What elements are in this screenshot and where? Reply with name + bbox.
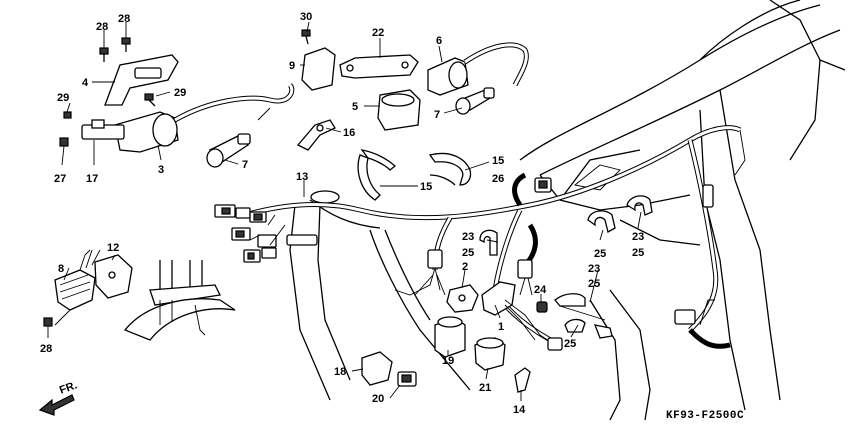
label-3: 3 xyxy=(158,164,164,176)
label-25b: 25 xyxy=(594,248,606,260)
label-29b: 29 xyxy=(174,87,186,99)
front-direction-arrow-icon xyxy=(38,394,75,416)
label-1: 1 xyxy=(498,321,504,333)
bolt-icon xyxy=(63,111,72,119)
label-28b: 28 xyxy=(118,13,130,25)
label-23a: 23 xyxy=(462,231,474,243)
label-15b: 15 xyxy=(492,155,504,167)
unit-1 xyxy=(481,281,563,351)
label-6: 6 xyxy=(436,35,442,47)
band-15-right xyxy=(428,152,472,186)
rubber-21 xyxy=(474,337,506,371)
label-29a: 29 xyxy=(57,92,69,104)
clip-14 xyxy=(514,367,531,393)
label-19: 19 xyxy=(442,355,454,367)
label-12: 12 xyxy=(107,242,119,254)
label-14: 14 xyxy=(513,404,526,416)
label-23b: 23 xyxy=(632,231,644,243)
clamp-23-25-a xyxy=(479,229,498,256)
label-2: 2 xyxy=(462,261,468,273)
regulator-group xyxy=(43,249,133,327)
coil-group-right xyxy=(377,42,529,131)
bolt-icon xyxy=(59,137,69,147)
connector-18 xyxy=(361,351,393,386)
label-28c: 28 xyxy=(40,343,52,355)
clamp-23-25-b xyxy=(587,210,616,233)
clamp-23-25-d xyxy=(554,293,606,321)
label-7a: 7 xyxy=(242,159,248,171)
plate-2 xyxy=(446,284,479,313)
nut-icon xyxy=(536,301,548,313)
label-15a: 15 xyxy=(420,181,432,193)
bolt-icon xyxy=(99,47,109,62)
label-18: 18 xyxy=(334,366,346,378)
bracket-group-upper xyxy=(301,29,419,91)
label-8: 8 xyxy=(58,263,64,275)
label-9: 9 xyxy=(289,60,295,72)
clamp-23-25-c xyxy=(626,195,653,216)
callout-labels: 28 28 4 29 29 27 17 3 7 30 9 22 6 5 7 16… xyxy=(40,11,644,416)
label-25a: 25 xyxy=(462,247,474,259)
frame xyxy=(286,0,846,421)
label-25d: 25 xyxy=(588,278,600,290)
harness-connectors-middle xyxy=(394,177,552,296)
label-4: 4 xyxy=(82,77,89,89)
front-direction-label: FR. xyxy=(58,379,79,396)
label-21: 21 xyxy=(479,382,491,394)
label-25e: 25 xyxy=(564,338,576,350)
label-28a: 28 xyxy=(96,21,108,33)
ignition-coil-group xyxy=(59,37,295,168)
label-22: 22 xyxy=(372,27,384,39)
diagram-code: KF93-F2500C xyxy=(666,410,744,422)
harness-connectors-left xyxy=(214,204,286,263)
band-15-left xyxy=(357,149,397,201)
label-20: 20 xyxy=(372,393,384,405)
label-23c: 23 xyxy=(588,263,600,275)
bolt-icon xyxy=(43,317,53,327)
label-30: 30 xyxy=(300,11,312,23)
label-7b: 7 xyxy=(434,109,440,121)
front-forks xyxy=(123,260,236,341)
label-16: 16 xyxy=(343,127,355,139)
label-13: 13 xyxy=(296,171,308,183)
label-24: 24 xyxy=(534,284,547,296)
label-26: 26 xyxy=(492,173,504,185)
clamp-23-25-e xyxy=(564,318,613,339)
label-5: 5 xyxy=(352,101,358,113)
connector-20 xyxy=(397,371,417,387)
clamp-16 xyxy=(296,119,336,151)
leader-lines xyxy=(47,21,642,401)
bolt-icon xyxy=(121,37,131,52)
label-17: 17 xyxy=(86,173,98,185)
relay-19 xyxy=(434,316,466,358)
label-25c: 25 xyxy=(632,247,644,259)
label-27: 27 xyxy=(54,173,66,185)
bolt-icon xyxy=(301,29,311,45)
bolt-icon xyxy=(144,93,156,107)
